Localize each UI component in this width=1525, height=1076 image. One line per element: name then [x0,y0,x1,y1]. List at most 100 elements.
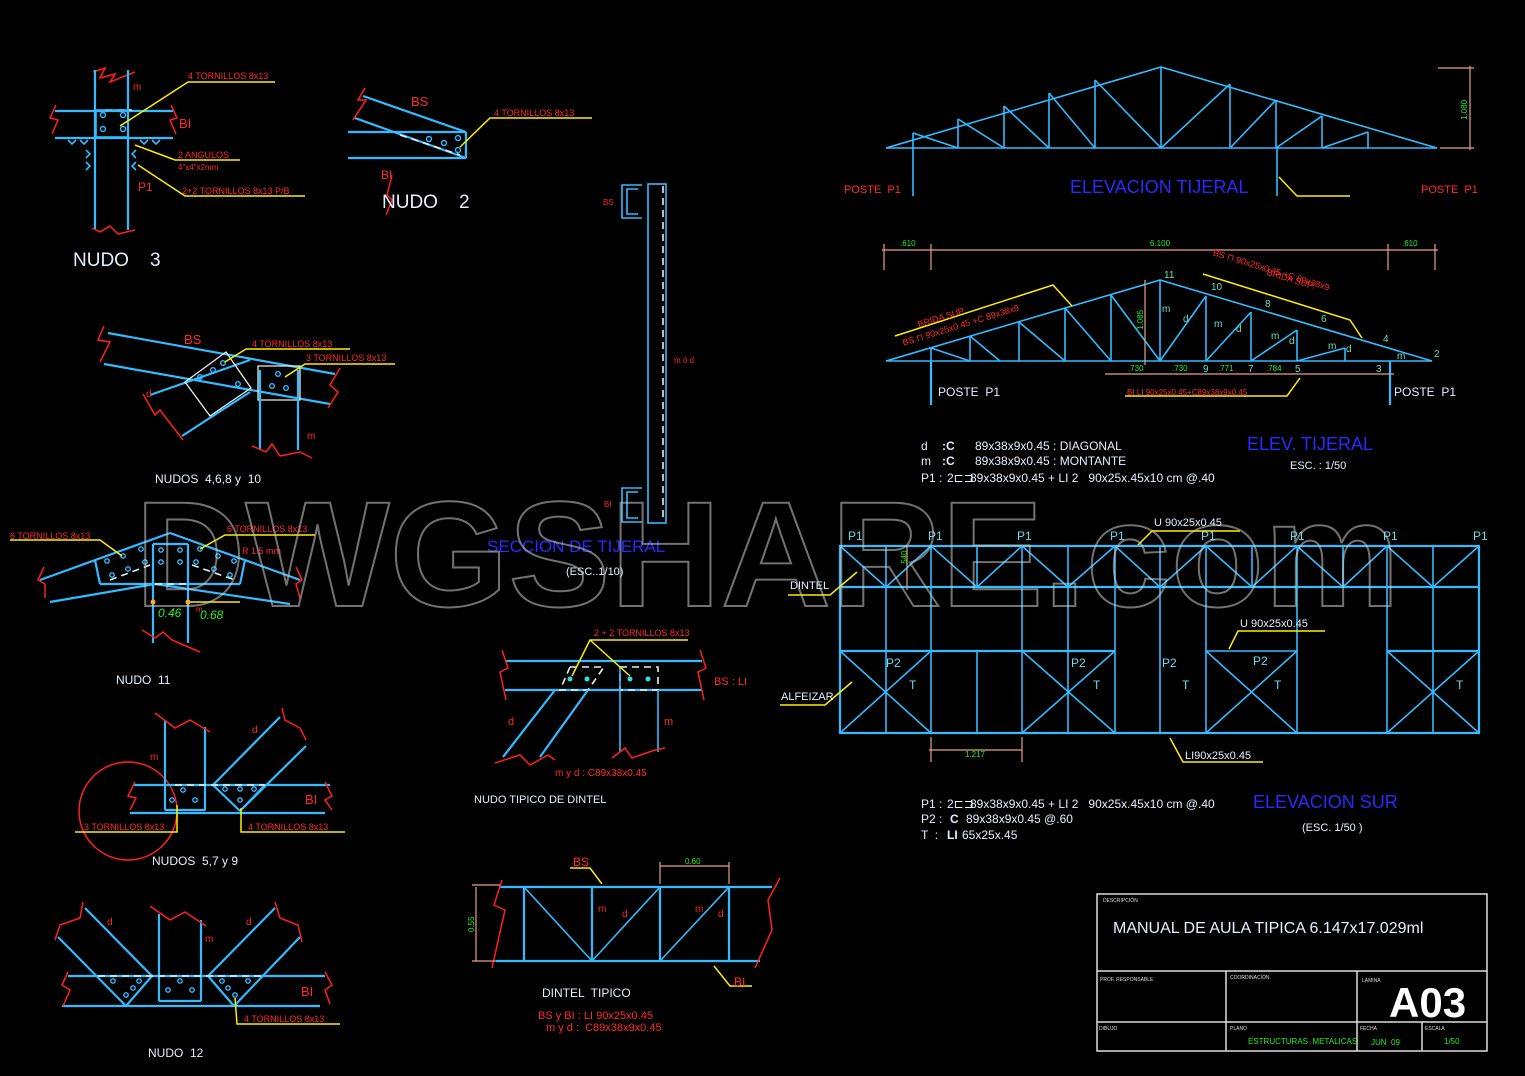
svg-text:2⊏⊐: 2⊏⊐ [947,471,974,485]
dintel-tipico-title: DINTEL TIPICO [542,986,631,1000]
seccion-tijeral-detail: BS BI m ó d SECCION DE TIJERAL (ESC..1/1… [487,183,694,578]
nudos-4-6-8-10-detail: BS d m 4 TORNILLOS 8x13 3 TORNILLOS 8x13… [96,325,395,486]
svg-text:T: T [1093,678,1101,692]
svg-text:P1: P1 [1383,529,1398,543]
svg-text:m: m [1271,331,1279,342]
label-d: d [146,389,152,400]
svg-text::C: :C [942,439,955,453]
desc-label: DESCRIPCIÓN [1103,897,1138,904]
svg-text:T :: T : [921,828,938,842]
svg-text:6: 6 [1321,314,1327,325]
label-m: m [196,605,203,614]
brida-right-label: BRIDA SUP. BS ⊓ 90x25x0.45 +C 89x38x9 [1212,248,1331,293]
legend-tijeral: d :C 89x38x9x0.45 : DIAGONAL m :C 89x38x… [921,439,1215,485]
elevacion-tijeral-title: ELEVACION TIJERAL [1070,177,1248,197]
dim-height: 1.085 [1136,309,1145,330]
label-bi: BI [381,168,392,182]
escala-value: 1/50 [1444,1037,1460,1046]
dim-right: .610 [1402,239,1418,248]
nudo-3-title: NUDO 3 [73,250,161,271]
legend-row-key: d [921,439,928,453]
plano-value: ESTRUCTURAS METALICAS [1248,1037,1357,1046]
label-d2: d [718,909,724,920]
svg-text:2⊏⊐: 2⊏⊐ [947,797,974,811]
label-m: m [150,752,158,763]
spec-2: m y d : C89x38x9x0.45 [546,1022,662,1034]
panel-dims: .730 .730 .771 .784 [1128,364,1282,373]
svg-text:d: d [1183,314,1189,325]
svg-text:C: C [950,812,959,826]
note-mid: U 90x25x0.45 [1240,618,1308,630]
svg-text:m: m [1214,319,1222,330]
lamina-label: LAMINA [1362,978,1381,984]
svg-text:10: 10 [1211,282,1223,293]
nudos-5-7-9-detail: m d BI 3 TORNILLOS 8x13 4 TORNILLOS 8x13… [75,707,345,868]
svg-text:P2: P2 [886,656,901,670]
label-m2: m [695,904,703,915]
bottom-spec: BI LI 90x25x0.45+C89x38x9x0.45 [1127,388,1248,397]
escala-label: ESCALA [1425,1026,1445,1032]
svg-text:P2: P2 [1253,654,1268,668]
spec: m y d : C89x38x0.45 [555,768,647,779]
description: MANUAL DE AULA TIPICA 6.147x17.029ml [1113,920,1423,937]
svg-text:.730: .730 [1128,364,1144,373]
label-m: m [205,934,213,945]
svg-text:.784: .784 [1266,364,1282,373]
dim-046: 0.46 [158,606,182,620]
elev-tijeral-detail: .610 6.100 .610 1.085 BRIDA SUP. BS ⊓ 90… [882,239,1456,472]
svg-text:m: m [1328,341,1336,352]
svg-text:BS ⊓ 90x25x0.45 +C 89x38x9: BS ⊓ 90x25x0.45 +C 89x38x9 [1212,248,1331,293]
svg-text:89x38x9x0.45 + LI 2 90x25x.4: 89x38x9x0.45 + LI 2 90x25x.45x10 cm @.40 [970,797,1215,811]
poste-left: POSTE P1 [938,385,1000,399]
svg-text:2: 2 [1434,349,1440,360]
poste-right: POSTE P1 [1421,184,1478,196]
fecha-label: FECHA [1360,1026,1378,1032]
dim-width: 1.217 [965,750,986,759]
svg-text:T: T [1456,678,1464,692]
svg-text:P2: P2 [1162,656,1177,670]
svg-text:89x38x9x0.45 @.60: 89x38x9x0.45 @.60 [966,812,1073,826]
dim-068: 0.68 [200,608,224,622]
label-bs: BS [603,198,614,207]
note-bolts-pb: 2+2 TORNILLOS 8x13 P/B [182,186,289,196]
dim-center: 6.100 [1150,239,1171,248]
note-bolts-4: 4 TORNILLOS 8x13 [252,339,332,349]
poste-left: POSTE P1 [844,184,901,196]
svg-text:m: m [921,454,931,468]
label-mod: m ó d [674,356,694,365]
label-d1: d [622,909,628,920]
nudo-tipico-dintel-detail: 2 + 2 TORNILLOS 8x13 BS : LI d m m y d :… [474,628,747,806]
nudo-11-detail: 6 TORNILLOS 8x13 6 TORNILLOS 8x13 R 1.5 … [10,524,315,687]
label-dintel: DINTEL [790,580,829,592]
svg-text:P1 :: P1 : [921,471,942,485]
label-m: m [664,716,673,728]
elevacion-sur-title: ELEVACION SUR [1253,792,1398,812]
note-bolts-left: 3 TORNILLOS 8x13 [84,822,164,832]
svg-text:d: d [1236,324,1242,335]
label-d-right: d [246,917,252,928]
svg-text:89x38x9x0.45 : MONTANTE: 89x38x9x0.45 : MONTANTE [975,454,1126,468]
svg-text:P2: P2 [1071,656,1086,670]
truss-node-numbers: 11 10 8 6 4 2 9 7 5 3 [1164,270,1440,375]
nudo-12-title: NUDO 12 [148,1046,204,1060]
seccion-title: SECCION DE TIJERAL [487,537,665,556]
svg-text:LI: LI [947,828,958,842]
label-bi: BI [179,116,191,131]
label-m1: m [598,904,606,915]
label-bs: BS [573,855,589,869]
note-angles: 2 ANGULOS [178,150,229,160]
svg-text:4: 4 [1383,334,1389,345]
svg-text:5: 5 [1295,364,1301,375]
nudo-2-detail: BS BI 4 TORNILLOS 8x13 NUDO 2 [348,87,592,216]
svg-text:.730: .730 [1172,364,1188,373]
note-radius: R 1.5 mm [242,546,281,556]
nudo-3-detail: m BI P1 4 TORNILLOS 8x13 2 ANGULOS 4"x4"… [48,66,305,271]
seccion-scale: (ESC..1/10) [566,566,623,578]
title-block: DESCRIPCIÓN MANUAL DE AULA TIPICA 6.147x… [1096,893,1488,1052]
svg-text:9: 9 [1203,364,1209,375]
note-bolts: 4 TORNILLOS 8x13 [494,108,574,118]
legend-sur: P1 : 2⊏⊐ 89x38x9x0.45 + LI 2 90x25x.45x1… [921,797,1215,842]
dim-height: 1.080 [1460,99,1469,120]
note-bolts-right: 6 TORNILLOS 8x13 [227,524,307,534]
plano-label: PLANO [1230,1026,1247,1032]
